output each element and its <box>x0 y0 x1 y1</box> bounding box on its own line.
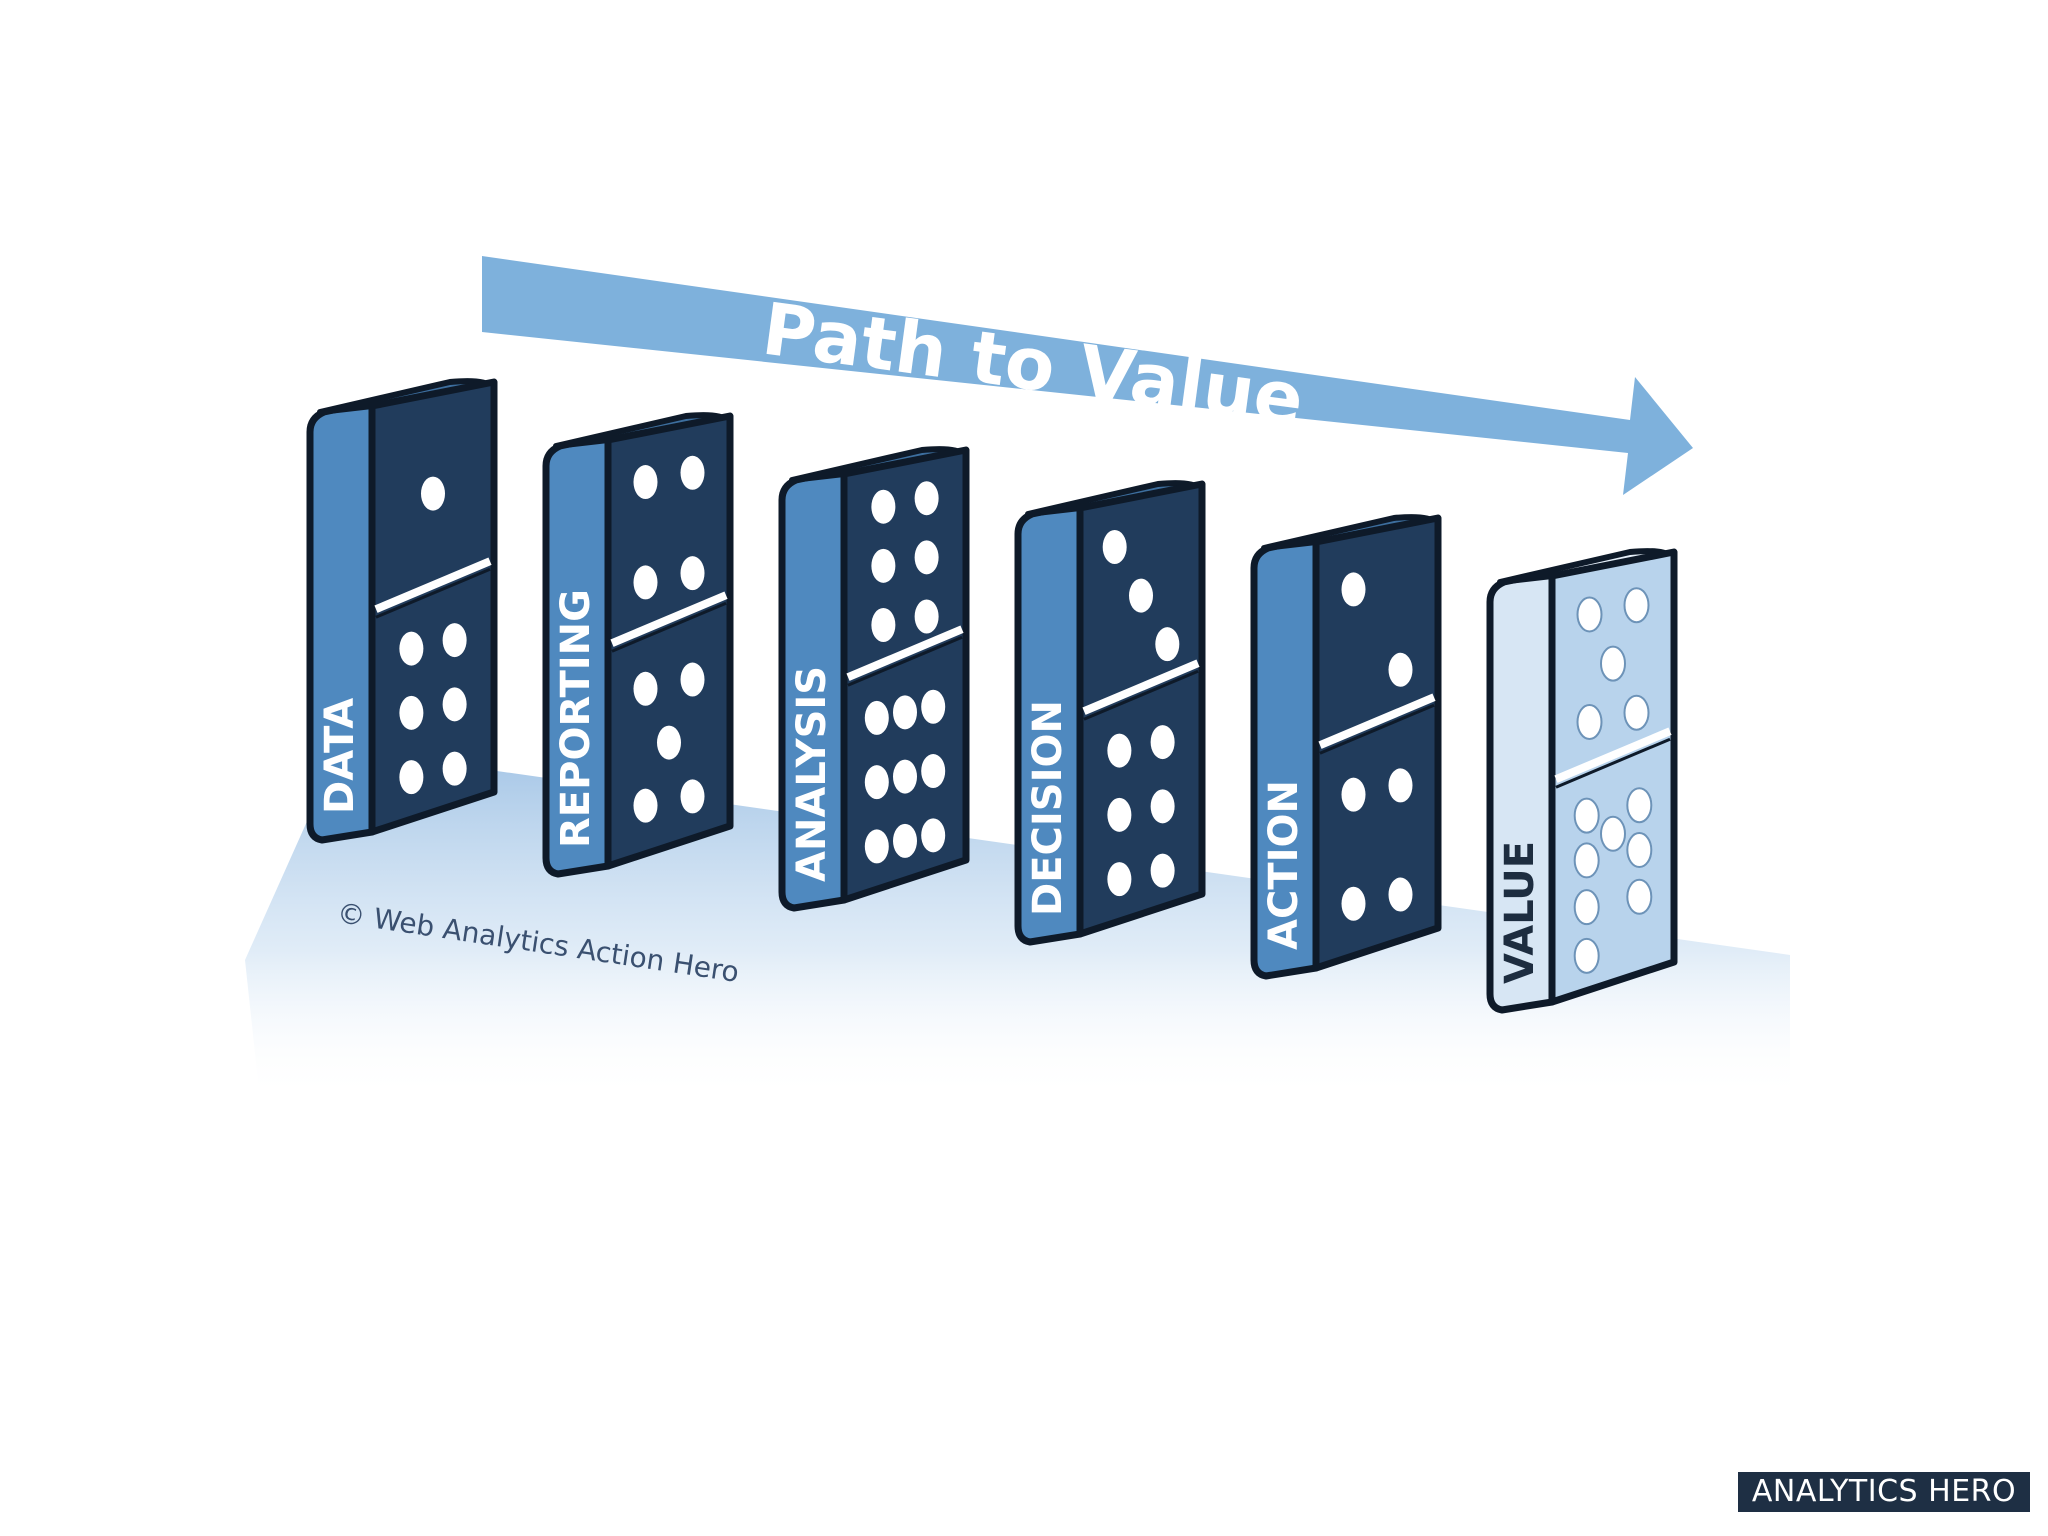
pip-bottom-3 <box>1573 842 1600 879</box>
pip-bottom-4 <box>1150 789 1175 824</box>
pip-top-4 <box>1576 703 1603 740</box>
pip-bottom-3 <box>657 725 681 760</box>
pip-bottom-3 <box>1341 886 1366 921</box>
arrow-label: Path to Value <box>758 287 1309 442</box>
domino-label: DECISION <box>1025 700 1071 916</box>
pip-top-3 <box>633 565 658 600</box>
domino-face <box>1312 514 1442 972</box>
domino-divider-shadow <box>375 567 491 619</box>
pip-bottom-2 <box>680 662 705 697</box>
pip-bottom-6 <box>921 754 946 789</box>
pip-bottom-3 <box>399 695 424 730</box>
pip-bottom-6 <box>1150 853 1175 888</box>
pip-top-4 <box>914 540 939 575</box>
pip-bottom-1 <box>1107 733 1132 768</box>
pip-bottom-8 <box>893 823 917 858</box>
domino-face <box>604 412 734 870</box>
pip-bottom-1 <box>633 671 658 706</box>
domino-divider-shadow <box>847 635 963 687</box>
pip-top-4 <box>680 556 705 591</box>
domino-action: ACTION <box>1250 514 1442 980</box>
pip-bottom-6 <box>1573 889 1600 926</box>
domino-divider-shadow <box>1083 669 1199 721</box>
pip-bottom-5 <box>1107 862 1132 897</box>
pip-bottom-7 <box>1626 878 1653 915</box>
pip-top-2 <box>1388 652 1413 687</box>
pip-top-1 <box>1576 596 1603 633</box>
pip-bottom-2 <box>442 623 467 658</box>
pip-top-5 <box>871 607 896 642</box>
pip-bottom-4 <box>1600 815 1626 852</box>
pip-top-3 <box>1600 645 1626 682</box>
pip-top-2 <box>1623 587 1650 624</box>
pip-bottom-2 <box>893 695 917 730</box>
pip-bottom-1 <box>1341 777 1366 812</box>
domino-analysis: ANALYSIS <box>778 446 970 912</box>
pip-bottom-5 <box>399 760 424 795</box>
arrow-shape <box>482 256 1693 495</box>
pip-bottom-4 <box>1388 877 1413 912</box>
domino-divider <box>610 591 728 647</box>
analytics-hero-badge: ANALYTICS HERO <box>1738 1472 2030 1512</box>
domino-divider <box>374 557 492 613</box>
pip-top-1 <box>421 476 445 511</box>
pip-bottom-2 <box>1626 787 1653 824</box>
pip-bottom-4 <box>633 788 658 823</box>
pip-bottom-5 <box>893 759 917 794</box>
pip-bottom-5 <box>1626 832 1653 869</box>
pip-top-1 <box>1341 572 1366 607</box>
domino-divider <box>1318 693 1436 749</box>
domino-divider <box>1082 659 1200 715</box>
pip-top-5 <box>1623 694 1650 731</box>
pip-bottom-2 <box>1388 768 1413 803</box>
domino-reporting: REPORTING <box>542 412 734 878</box>
pip-bottom-4 <box>864 765 889 800</box>
pip-top-6 <box>914 599 939 634</box>
domino-label: ACTION <box>1261 780 1307 950</box>
pip-bottom-1 <box>864 700 889 735</box>
pip-bottom-9 <box>921 818 946 853</box>
domino-value: VALUE <box>1486 548 1678 1014</box>
domino-divider <box>1554 727 1672 783</box>
pip-bottom-3 <box>1107 797 1132 832</box>
domino-data: DATA <box>306 378 498 844</box>
pip-top-1 <box>633 465 658 500</box>
pip-bottom-5 <box>680 779 705 814</box>
domino-row: DATA REPORTING ANALYSIS DECISION ACTION VALUE <box>306 378 1678 1014</box>
pip-top-1 <box>871 489 896 524</box>
pip-top-1 <box>1102 530 1127 565</box>
pip-bottom-1 <box>1573 797 1600 834</box>
domino-divider-shadow <box>1319 703 1435 755</box>
domino-divider <box>846 625 964 681</box>
domino-label: ANALYSIS <box>789 666 835 882</box>
pip-bottom-7 <box>864 829 889 864</box>
pip-top-2 <box>1129 578 1153 613</box>
domino-label: VALUE <box>1497 841 1543 984</box>
pip-top-3 <box>871 548 896 583</box>
domino-divider-shadow <box>611 601 727 653</box>
pip-bottom-8 <box>1573 937 1600 974</box>
pip-bottom-3 <box>921 689 946 724</box>
pip-top-2 <box>914 481 939 516</box>
domino-label: REPORTING <box>553 589 599 848</box>
pip-bottom-1 <box>399 631 424 666</box>
pip-top-2 <box>680 455 705 490</box>
domino-divider-shadow <box>1555 737 1671 789</box>
pip-bottom-2 <box>1150 725 1175 760</box>
pip-bottom-4 <box>442 687 467 722</box>
pip-top-3 <box>1155 627 1180 662</box>
domino-decision: DECISION <box>1014 480 1206 946</box>
domino-label: DATA <box>317 698 363 814</box>
pip-bottom-6 <box>442 751 467 786</box>
